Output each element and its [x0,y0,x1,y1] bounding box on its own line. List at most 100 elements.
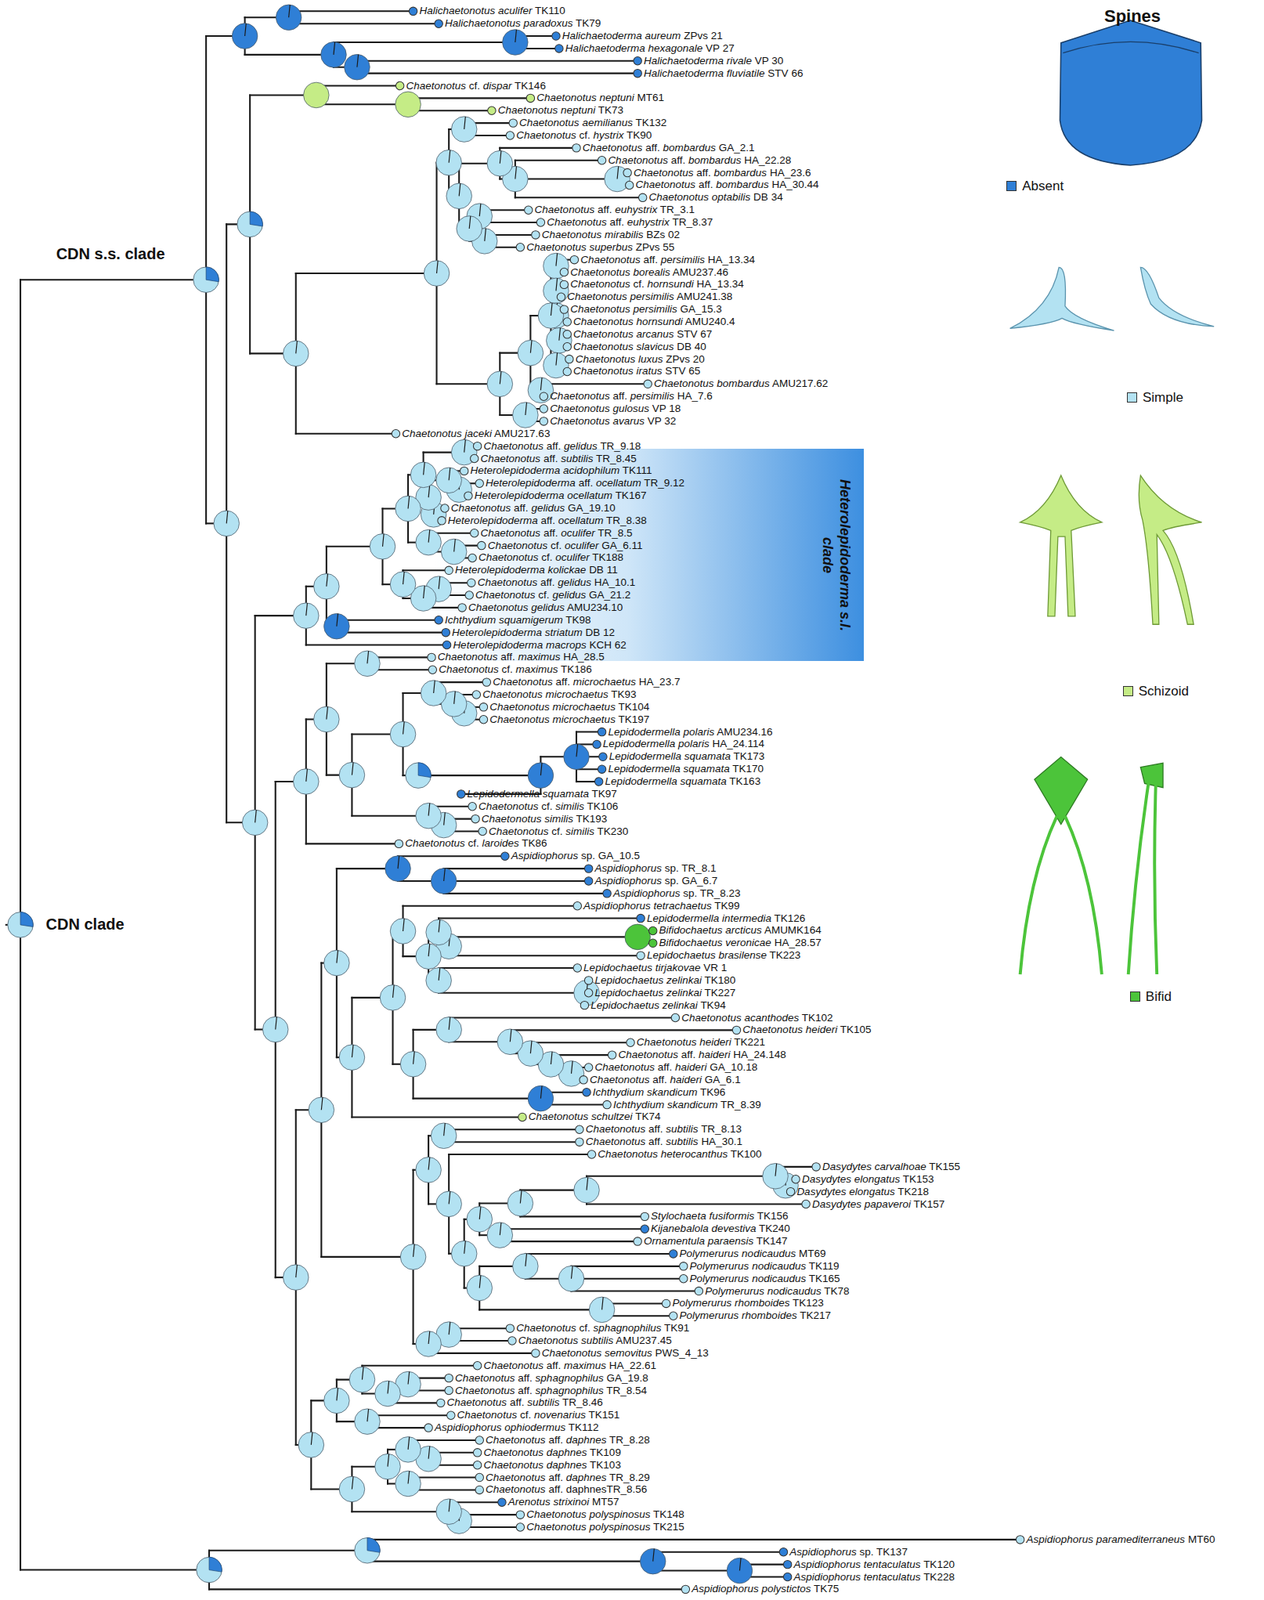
tree-branch [408,97,531,99]
tip-state [487,106,496,115]
pie-sliver [438,919,441,932]
state-pie [385,855,412,882]
state-pie [558,1265,585,1292]
taxon-label: Aspidiophorus polystictos TK75 [691,1582,839,1595]
state-pie [451,1240,477,1267]
pie-sliver [556,252,558,266]
pie-wedge [418,762,431,778]
tip-state [457,790,466,799]
pie-sliver [525,402,528,416]
pie-disc [466,1274,493,1301]
pie-wedge [20,912,33,928]
pie-wedge [209,1556,222,1572]
tip-state [575,1137,584,1146]
pie-disc [512,1253,539,1280]
taxon-label: Chaetonotus avarus VP 32 [549,415,676,427]
tip-state [472,690,481,699]
legend-swatch [1123,686,1134,697]
tip-state [559,267,568,276]
tip-state [516,243,524,252]
pie-disc [538,303,564,329]
state-pie [446,183,473,210]
legend-title: Spines [1104,6,1161,27]
pie-disc [487,371,513,398]
pie-disc [423,260,450,287]
taxon-label: Chaetonotus aemilianus TK132 [519,116,667,129]
state-pie [354,1408,381,1435]
pie-sliver [617,166,619,179]
pie-sliver [403,571,405,585]
state-pie [324,613,351,640]
pie-sliver [556,278,558,291]
taxon-label: Chaetonotus aff. haideri GA_10.18 [594,1061,758,1073]
state-pie [726,1557,753,1584]
tip-state [584,877,593,885]
taxon-label: Chaetonotus aff. gelidus GA_19.10 [451,501,616,514]
pie-sliver [436,260,439,274]
taxon-label: Heterolepidoderma macrops KCH 62 [452,639,626,651]
pie-sliver [306,769,308,782]
taxon-label: Polymerurus nodicaudus TK119 [689,1260,840,1272]
taxon-label: Chaetonotus bombardus AMU217.62 [653,377,828,390]
pie-sliver [448,149,451,163]
taxon-label: Heterolepidoderma acidophilum TK111 [470,464,653,477]
taxon-label: Chaetonotus aff. bombardus HA_30.44 [635,178,820,191]
pie-disc [415,1331,442,1358]
tip-state [603,1100,611,1109]
taxon-label: Chaetonotus aff. sphagnophilus GA_19.8 [455,1372,649,1384]
tip-state [636,951,645,960]
tip-state [694,1286,703,1295]
tip-state [563,367,571,376]
pie-disc [231,23,258,50]
tip-state [603,889,611,898]
pie-sliver [556,352,558,365]
taxon-label: Chaetonotus daphnes TK103 [483,1459,621,1471]
pie-disc [324,949,351,976]
pie-sliver [408,1371,410,1384]
pie-disc [466,1206,493,1233]
state-pie [487,1222,513,1249]
taxon-label: Chaetonotus cf. similis TK106 [478,800,618,813]
tree-branch [316,103,409,105]
tree-branch [351,1510,449,1513]
tip-state [470,529,479,538]
taxon-label: Halichaetoderma aureum ZPvs 21 [562,29,723,42]
state-pie [456,216,483,242]
pie-sliver [454,538,456,552]
tip-state [473,1361,481,1370]
tip-state [786,1187,795,1196]
tree-branch [570,1290,699,1293]
pie-disc [237,211,264,238]
pie-disc [405,762,432,789]
state-pie [415,529,442,556]
pie-disc [588,1296,615,1323]
pie-disc [487,150,513,177]
taxon-label: Chaetonotus aff. euhystrix TR_3.1 [534,203,695,216]
tree-branch [444,1128,580,1131]
state-pie [487,371,513,398]
taxon-label: Chaetonotus cf. gelidus GA_21.2 [475,588,631,601]
pie-sliver [479,203,481,217]
tip-state [441,628,450,636]
state-pie [436,149,463,176]
pie-disc [262,1016,289,1043]
taxon-label: Lepidodermella intermedia TK126 [646,912,806,925]
pie-sliver [336,613,339,627]
tip-state [442,640,451,649]
simple-spine-icon [1010,267,1115,331]
taxon-label: Aspidiophorus tentaculatus TK120 [793,1558,954,1571]
tree-branch [444,867,589,870]
pie-disc [298,1432,325,1459]
pie-disc [7,912,34,939]
tip-state [573,964,582,972]
state-pie [308,1097,335,1124]
tip-state [434,616,443,625]
taxon-label: Chaetonotus aff. bombardus HA_22.28 [607,154,791,167]
pie-sliver [336,1387,339,1401]
taxon-label: Aspidiophorus tentaculatus TK228 [793,1570,954,1583]
pie-sliver [408,495,410,509]
pie-sliver [499,150,502,163]
pie-sliver [454,691,456,705]
state-pie [415,1157,442,1184]
taxon-label: Chaetonotus polyspinosus TK215 [526,1520,685,1533]
